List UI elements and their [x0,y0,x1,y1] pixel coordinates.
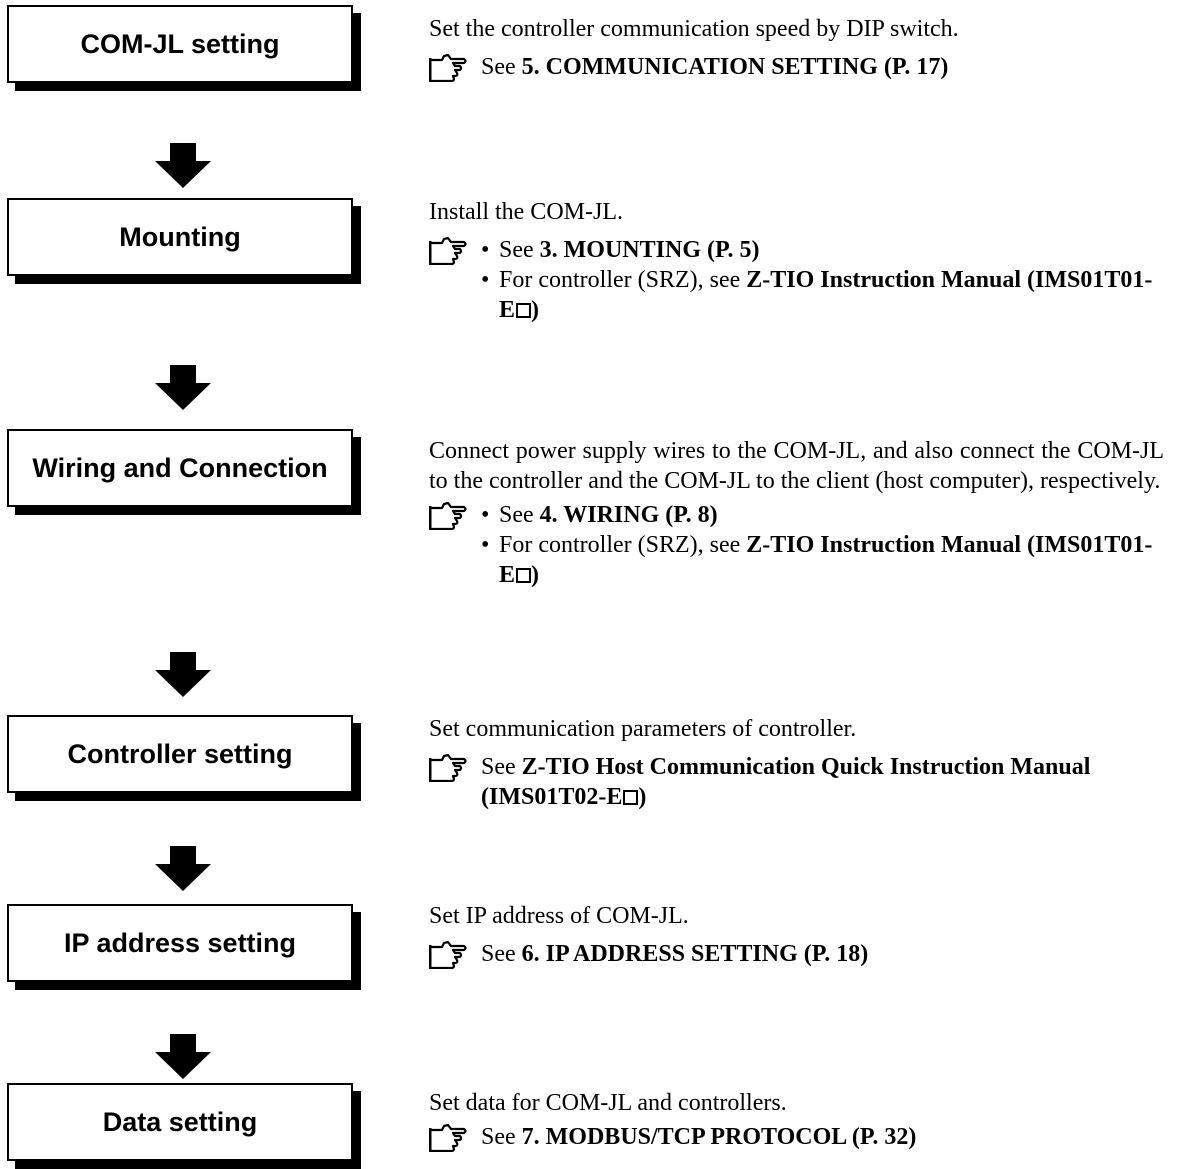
step-text: Set communication parameters of controll… [429,716,857,742]
reference-link[interactable]: Z-TIO Instruction Manual (IMS01T01-E) [499,267,1153,323]
empty-square-icon [623,790,639,805]
pointing-hand-icon [429,54,467,82]
reference: See 5. COMMUNICATION SETTING (P. 17) [429,52,1164,82]
reference: See 6. IP ADDRESS SETTING (P. 18) [429,939,1164,969]
step-text: Install the COM-JL. [429,199,623,225]
step-box-data-setting: Data setting [7,1083,353,1161]
reference: See 3. MOUNTING (P. 5) For controller (S… [429,235,1164,325]
reference: See 7. MODBUS/TCP PROTOCOL (P. 32) [429,1122,1164,1152]
step-description-5: Set IP address of COM-JL. See 6. IP ADDR… [429,901,1164,969]
reference-link[interactable]: Z-TIO Instruction Manual (IMS01T01-E) [499,532,1153,588]
empty-square-icon [516,568,532,583]
reference-link[interactable]: Z-TIO Host Communication Quick Instructi… [481,754,1091,810]
step-description-3: Connect power supply wires to the COM-JL… [429,436,1164,590]
step-box-label: Data setting [102,1106,258,1137]
step-text: Connect power supply wires to the COM-JL… [429,438,1164,494]
step-box-label: IP address setting [63,927,297,958]
down-arrow-icon [155,1034,211,1079]
reference-link[interactable]: 4. WIRING (P. 8) [539,502,718,528]
step-box-label: Controller setting [67,738,293,769]
pointing-hand-icon [429,754,467,782]
step-box-controller-setting: Controller setting [7,715,353,793]
empty-square-icon [516,303,532,318]
reference: See Z-TIO Host Communication Quick Instr… [429,752,1164,812]
step-box-ip-address-setting: IP address setting [7,904,353,982]
pointing-hand-icon [429,502,467,530]
down-arrow-icon [155,846,211,891]
step-box-wiring-and-connection: Wiring and Connection [7,429,353,507]
pointing-hand-icon [429,941,467,969]
reference-link[interactable]: 6. IP ADDRESS SETTING (P. 18) [521,941,869,967]
step-description-1: Set the controller communication speed b… [429,14,1164,82]
pointing-hand-icon [429,237,467,265]
reference: See 4. WIRING (P. 8) For controller (SRZ… [429,500,1164,590]
down-arrow-icon [155,143,211,188]
step-box-label: Mounting [119,221,241,252]
step-text: Set IP address of COM-JL. [429,903,689,929]
down-arrow-icon [155,365,211,410]
step-box-com-jl-setting: COM-JL setting [7,5,353,83]
pointing-hand-icon [429,1124,467,1152]
step-box-label: Wiring and Connection [32,452,328,483]
step-box-label: COM-JL setting [80,28,280,59]
reference-link[interactable]: 7. MODBUS/TCP PROTOCOL (P. 32) [521,1124,917,1150]
step-text: Set the controller communication speed b… [429,16,959,42]
step-description-6: Set data for COM-JL and controllers. See… [429,1088,1164,1152]
step-description-4: Set communication parameters of controll… [429,714,1164,812]
reference-link[interactable]: 5. COMMUNICATION SETTING (P. 17) [521,54,949,80]
down-arrow-icon [155,652,211,697]
step-box-mounting: Mounting [7,198,353,276]
step-description-2: Install the COM-JL. See 3. MOUNTING (P. … [429,197,1164,325]
reference-link[interactable]: 3. MOUNTING (P. 5) [539,237,760,263]
step-text: Set data for COM-JL and controllers. [429,1090,787,1116]
